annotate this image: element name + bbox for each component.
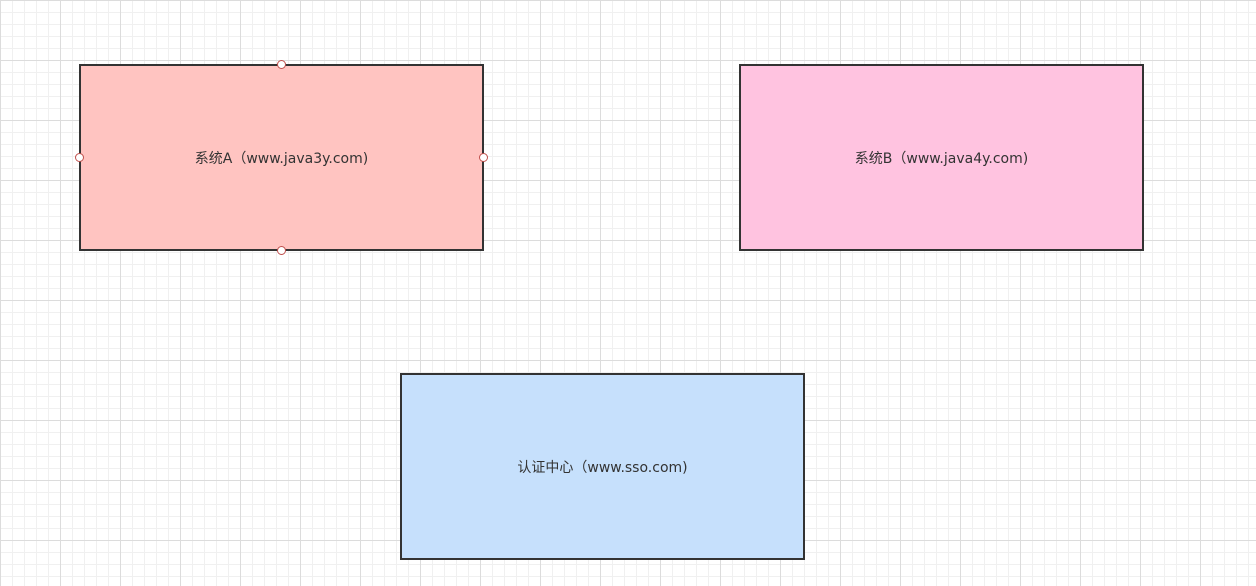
node-system-a-label: 系统A（www.java3y.com) (194, 150, 369, 167)
node-sso-center-label: 认证中心（www.sso.com) (517, 459, 688, 476)
node-sso-center[interactable]: 认证中心（www.sso.com) (400, 373, 805, 560)
connection-handle-left[interactable] (75, 153, 84, 162)
connection-handle-top[interactable] (277, 60, 286, 69)
connection-handle-right[interactable] (479, 153, 488, 162)
node-system-a[interactable]: 系统A（www.java3y.com) (75, 60, 488, 255)
connection-handle-bottom[interactable] (277, 246, 286, 255)
node-system-b[interactable]: 系统B（www.java4y.com) (739, 64, 1144, 251)
node-system-b-label: 系统B（www.java4y.com) (854, 150, 1029, 167)
